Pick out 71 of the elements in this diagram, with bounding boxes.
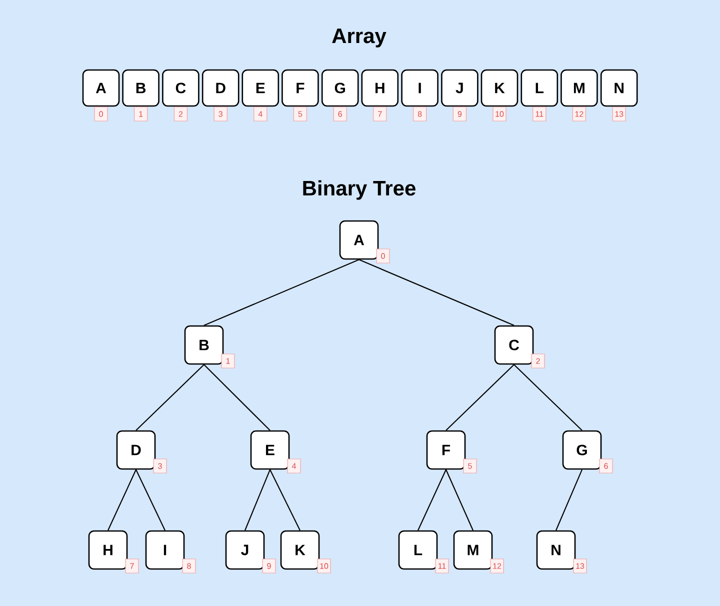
index-badge: 5	[293, 106, 307, 122]
letter-box: A	[82, 69, 120, 107]
index-badge: 7	[373, 106, 387, 122]
letter-box: J	[441, 69, 478, 107]
letter-box: L	[398, 530, 438, 570]
letter-box: H	[361, 69, 399, 107]
letter-box: F	[426, 430, 466, 470]
index-badge: 5	[463, 458, 477, 474]
letter-box: G	[321, 69, 359, 107]
index-badge: 1	[221, 354, 235, 368]
letter-box: I	[401, 69, 438, 107]
index-badge: 10	[317, 558, 331, 574]
letter-box: D	[116, 430, 156, 470]
index-badge: 7	[125, 558, 139, 574]
index-badge: 4	[254, 106, 268, 122]
tree-edge	[136, 364, 204, 431]
tree-edge	[556, 469, 583, 531]
tree-edge	[136, 469, 166, 531]
letter-box: C	[494, 325, 534, 365]
index-badge: 2	[531, 354, 545, 368]
index-badge: 12	[572, 106, 586, 122]
section-heading: Binary Tree	[303, 180, 416, 200]
index-badge: 11	[435, 558, 449, 574]
letter-box: I	[145, 530, 185, 570]
letter-box: G	[562, 430, 602, 470]
index-badge: 12	[490, 558, 504, 574]
letter-box: K	[480, 69, 518, 107]
index-badge: 3	[153, 458, 167, 474]
index-badge: 4	[287, 458, 301, 474]
tree-edge	[446, 364, 514, 431]
letter-box: M	[560, 69, 598, 107]
letter-box: E	[250, 430, 290, 470]
index-badge: 3	[214, 106, 228, 122]
letter-box: M	[453, 530, 493, 570]
tree-edge	[418, 469, 446, 531]
tree-edge	[358, 259, 514, 326]
letter-box: C	[162, 69, 200, 107]
tree-edge	[446, 469, 474, 531]
letter-box: J	[225, 530, 265, 570]
section-heading: Array	[332, 28, 386, 48]
index-badge: 0	[94, 106, 108, 122]
index-badge: 2	[174, 106, 188, 122]
index-badge: 8	[413, 106, 427, 122]
index-badge: 9	[262, 558, 276, 574]
index-badge: 11	[532, 106, 546, 122]
index-badge: 13	[612, 106, 626, 122]
index-badge: 1	[134, 106, 148, 122]
letter-box: N	[600, 69, 638, 107]
tree-edge	[514, 364, 582, 431]
tree-edge	[108, 469, 136, 531]
tree-edge	[204, 364, 270, 431]
letter-box: E	[242, 69, 280, 107]
letter-box: B	[184, 325, 224, 365]
tree-edge	[244, 469, 271, 531]
index-badge: 0	[376, 248, 390, 264]
letter-box: L	[520, 69, 558, 107]
letter-box: A	[339, 220, 379, 260]
index-badge: 6	[599, 458, 613, 474]
letter-box: F	[282, 69, 319, 107]
letter-box: B	[122, 69, 160, 107]
tree-edge	[270, 469, 300, 531]
index-badge: 8	[182, 558, 196, 574]
index-badge: 6	[333, 106, 347, 122]
index-badge: 10	[492, 106, 506, 122]
letter-box: K	[280, 530, 320, 570]
tree-edge	[204, 259, 360, 326]
letter-box: N	[536, 530, 576, 570]
index-badge: 9	[452, 106, 466, 122]
letter-box: D	[202, 69, 240, 107]
index-badge: 13	[573, 558, 587, 574]
letter-box: H	[88, 530, 128, 570]
